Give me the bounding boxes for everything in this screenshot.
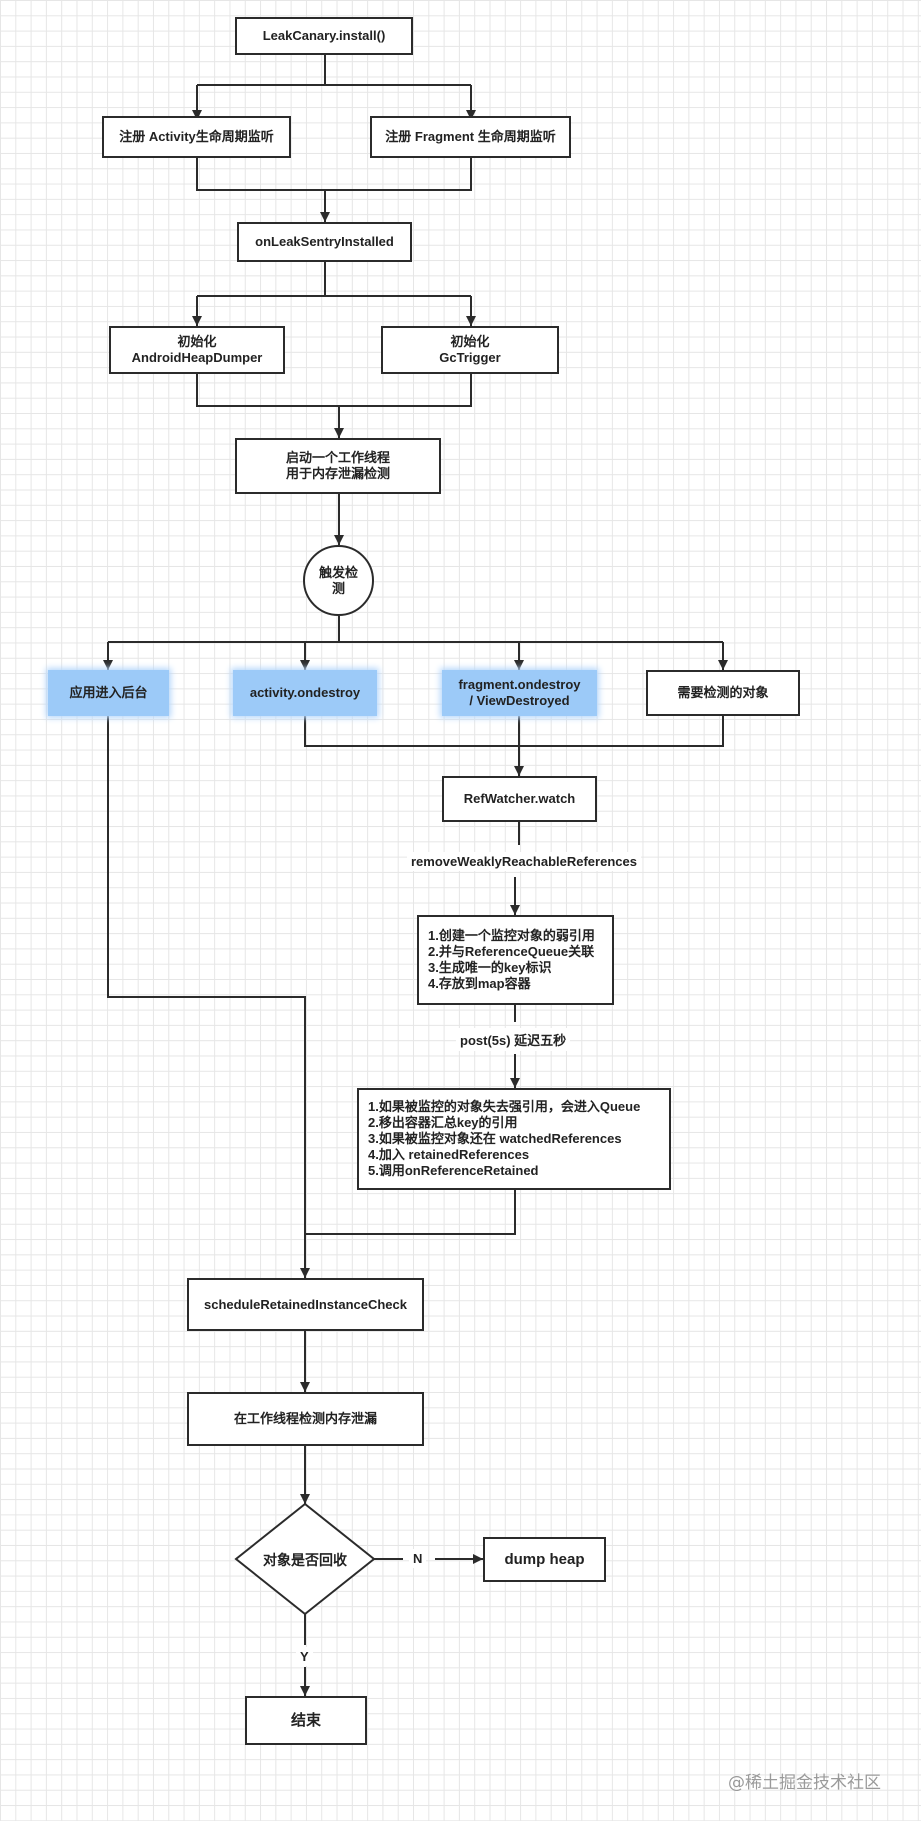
refwatcher-watch-node: RefWatcher.watch [442,776,597,822]
is-collected-label: 对象是否回收 [263,1552,347,1568]
trigger-detection-node: 触发检 测 [303,545,374,616]
fragment-destroy-node: fragment.ondestroy / ViewDestroyed [442,670,597,716]
register-fragment-node: 注册 Fragment 生命周期监听 [370,116,571,158]
watermark: @稀土掘金技术社区 [728,1773,881,1793]
activity-destroy-node: activity.ondestroy [233,670,377,716]
post-delay-label: post(5s) 延迟五秒 [456,1028,571,1051]
retained-steps-node: 1.如果被监控的对象失去强引用，会进入Queue 2.移出容器汇总key的引用 … [357,1088,671,1190]
remove-weakly-label: removeWeaklyReachableReferences [407,852,641,871]
install-node: LeakCanary.install() [235,17,413,55]
yes-label: Y [296,1647,313,1666]
worker-detect-leak-node: 在工作线程检测内存泄漏 [187,1392,424,1446]
schedule-check-node: scheduleRetainedInstanceCheck [187,1278,424,1331]
no-label: N [409,1549,427,1568]
watch-steps-node: 1.创建一个监控对象的弱引用 2.并与ReferenceQueue关联 3.生成… [417,915,614,1005]
init-gc-trigger-node: 初始化 GcTrigger [381,326,559,374]
objects-to-check-node: 需要检测的对象 [646,670,800,716]
app-background-node: 应用进入后台 [48,670,169,716]
register-activity-node: 注册 Activity生命周期监听 [102,116,291,158]
dump-heap-node: dump heap [483,1537,606,1582]
sentry-installed-node: onLeakSentryInstalled [237,222,412,262]
init-heap-dumper-node: 初始化 AndroidHeapDumper [109,326,285,374]
end-node: 结束 [245,1696,367,1745]
decision-diamond [234,1502,376,1616]
start-worker-thread-node: 启动一个工作线程 用于内存泄漏检测 [235,438,441,494]
